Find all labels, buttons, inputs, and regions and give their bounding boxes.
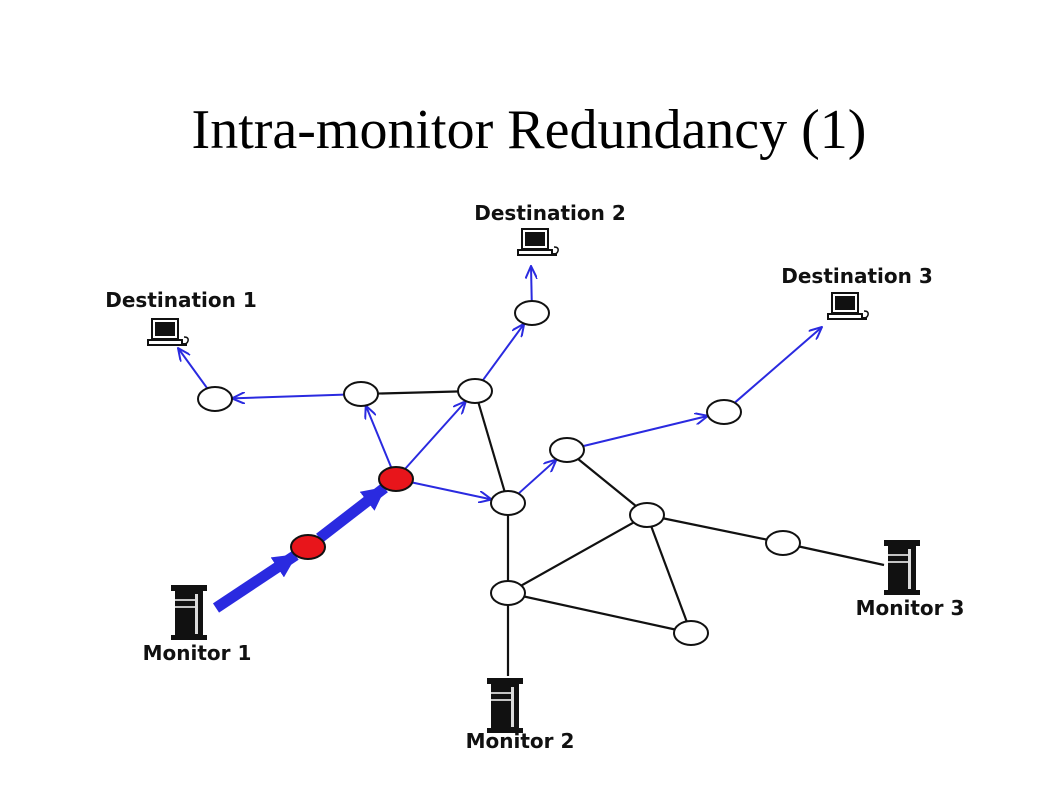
link-r_top_left-r_top_mid	[360, 389, 476, 396]
probe-arrow-r_d2-dest2	[531, 266, 532, 302]
hosts-layer: Monitor 1 Monitor 2 Monitor 3 Destination 1…	[105, 201, 964, 753]
computer-icon	[517, 228, 559, 256]
router-r_low	[490, 580, 526, 606]
probe-arrow-r_m1b-r_top_mid	[404, 401, 466, 470]
server-tower-icon	[884, 540, 920, 595]
routers-layer	[197, 300, 801, 646]
link-r_low-r_hub	[507, 514, 648, 594]
redundant-router-r_m1a	[290, 534, 326, 560]
computer-icon	[147, 318, 189, 346]
probe-paths-layer	[178, 266, 822, 613]
probe-arrow-r_m1b-r_top_left	[366, 406, 393, 468]
probe-arrow-r_top_left-r_d1	[232, 395, 345, 399]
computer-icon	[827, 292, 869, 320]
router-r_d3	[706, 399, 742, 425]
router-r_m3	[765, 530, 801, 556]
link-r_right_up-r_hub	[566, 449, 648, 516]
probe-arrow-r_d1-dest1	[178, 348, 209, 389]
destination-label-dest2: Destination 2	[474, 201, 626, 225]
router-r_top_mid	[457, 378, 493, 404]
slide-title: Intra-monitor Redundancy (1)	[191, 99, 867, 161]
probe-arrow-r_center-r_right_up	[517, 459, 557, 495]
server-tower-icon	[487, 678, 523, 733]
destination-label-dest3: Destination 3	[781, 264, 933, 288]
probe-arrow-r_right_up-r_d3	[582, 416, 708, 448]
link-r_low-r_bottom_right	[507, 591, 692, 635]
router-r_d2	[514, 300, 550, 326]
probe-arrow-monitor1-r_m1a	[212, 550, 299, 613]
link-r_hub-r_bottom_right	[645, 514, 693, 634]
router-r_center	[490, 490, 526, 516]
probe-arrow-r_d3-dest3	[734, 327, 822, 404]
links-layer	[360, 389, 885, 676]
router-r_right_up	[549, 437, 585, 463]
router-r_top_left	[343, 381, 379, 407]
probe-arrow-r_m1a-r_m1b	[316, 483, 388, 543]
probe-arrow-r_top_mid-r_d2	[481, 324, 524, 381]
router-r_bottom_right	[673, 620, 709, 646]
monitor-label-monitor1: Monitor 1	[143, 641, 252, 665]
probe-arrow-r_m1b-r_center	[412, 481, 491, 499]
router-r_d1	[197, 386, 233, 412]
redundant-router-r_m1b	[378, 466, 414, 492]
link-r_top_mid-r_center	[473, 390, 510, 504]
monitor-label-monitor3: Monitor 3	[856, 596, 965, 620]
destination-label-dest1: Destination 1	[105, 288, 257, 312]
router-r_hub	[629, 502, 665, 528]
server-tower-icon	[171, 585, 207, 640]
link-r_hub-r_m3	[646, 513, 784, 545]
monitor-label-monitor2: Monitor 2	[466, 729, 575, 753]
